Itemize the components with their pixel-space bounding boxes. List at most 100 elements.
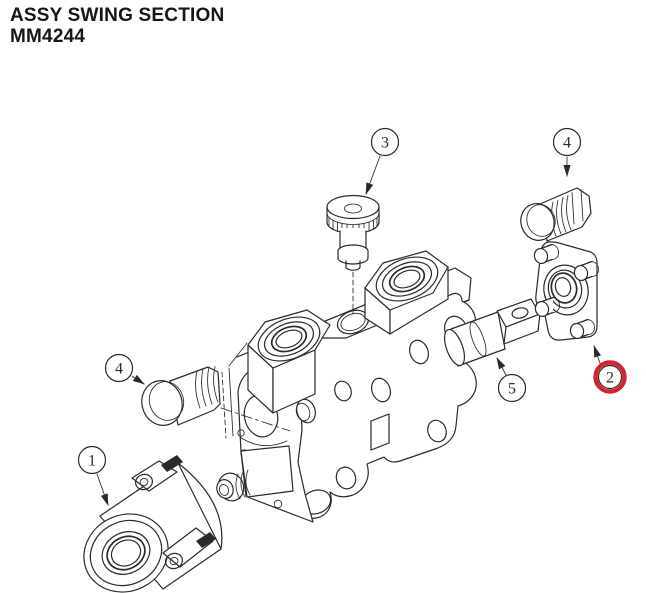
- bottom-port-threads: [235, 469, 251, 500]
- leader-line: [496, 357, 507, 376]
- bore-end-boss-inner: [295, 402, 311, 422]
- knob-tip-bottom: [345, 266, 361, 271]
- port-bore: [388, 265, 426, 293]
- balloon-number: 5: [508, 381, 516, 398]
- section-plane-hidden-edge: [221, 371, 227, 439]
- flange-stud: [534, 296, 560, 318]
- leader-line: [96, 473, 109, 506]
- plug-face-rim: [148, 381, 185, 421]
- socket-screw-hex: [169, 557, 179, 565]
- cap-face-ring: [101, 531, 151, 575]
- part-number: MM4244: [10, 26, 86, 47]
- socket-screw-hex: [139, 478, 149, 486]
- flange-bore-inner: [554, 277, 572, 297]
- bottom-port-boss: [216, 445, 294, 502]
- callouts: 1 3 4 4 5: [77, 127, 627, 506]
- port-bore-inner: [393, 269, 421, 289]
- flange-stud: [569, 318, 595, 340]
- cap-bore: [106, 535, 146, 571]
- port-ring: [257, 316, 321, 362]
- highlight-ring: [593, 360, 627, 394]
- plug-hex-facets: [571, 189, 584, 225]
- balloon-circle[interactable]: [370, 127, 400, 157]
- balloon-circle[interactable]: [497, 373, 527, 403]
- section-plane-edge: [228, 342, 248, 367]
- balloon-circle[interactable]: [77, 445, 107, 475]
- spool-shaft-end: [443, 328, 466, 367]
- balloon-number: 3: [381, 135, 389, 152]
- diagram-header: ASSY SWING SECTION MM4244: [10, 5, 224, 47]
- plate-hole: [335, 466, 357, 490]
- boss-top-face: [247, 309, 331, 369]
- plug-centerline: [220, 407, 291, 432]
- plate-hole: [408, 339, 430, 365]
- part-1-end-cap: [83, 455, 223, 593]
- callout-4-left[interactable]: 4: [104, 353, 145, 385]
- callout-5[interactable]: 5: [496, 357, 527, 403]
- balloon-number: 4: [563, 135, 571, 152]
- knob-center-hole: [344, 203, 362, 214]
- knob-collar-sides: [337, 250, 369, 259]
- callout-4-right[interactable]: 4: [552, 127, 582, 177]
- callout-1[interactable]: 1: [77, 445, 109, 506]
- cap-face-outer: [83, 513, 169, 593]
- plate-hole: [334, 380, 352, 402]
- part-3-knob: [326, 194, 380, 315]
- port-bore: [270, 325, 308, 353]
- knob-neck-fill: [340, 228, 366, 248]
- plug-face: [520, 203, 555, 241]
- valve-body: [216, 250, 477, 523]
- stud-cap: [569, 322, 585, 340]
- balloon-circle[interactable]: [552, 127, 582, 157]
- plug-face: [141, 380, 183, 426]
- flange-stud: [573, 260, 599, 282]
- port-bore-inner: [275, 329, 303, 349]
- bottom-boss-block: [240, 445, 294, 498]
- balloon-number: 2: [606, 370, 614, 387]
- leader-line: [593, 345, 602, 367]
- plate-hole: [370, 377, 392, 403]
- port-boss-left: [247, 309, 331, 414]
- cap-body-back-edge: [177, 462, 223, 550]
- balloon-circle[interactable]: [104, 353, 134, 383]
- front-face-step-line: [239, 436, 288, 447]
- port-ring: [375, 256, 439, 302]
- plate-hole: [427, 419, 447, 443]
- stud-black-top: [161, 455, 183, 472]
- knob-collar-fill: [338, 251, 368, 258]
- front-face-bolt-hole: [273, 499, 283, 509]
- part-4-plug-right: [520, 187, 592, 242]
- callout-2-highlighted[interactable]: 2: [593, 345, 627, 394]
- knob-tip-sides: [345, 260, 361, 268]
- cap-face-ring: [89, 519, 163, 587]
- plate-square-cutout: [370, 413, 390, 451]
- balloon-circle[interactable]: [597, 364, 623, 390]
- socket-screw: [135, 473, 153, 491]
- flange-boss-ring: [543, 264, 589, 316]
- section-plane-edge: [228, 367, 234, 437]
- bottom-port-bore: [218, 484, 230, 496]
- flange-bore-outer: [547, 269, 583, 309]
- stud-cap: [534, 300, 550, 318]
- callout-3[interactable]: 3: [365, 127, 400, 195]
- port-ring: [381, 261, 433, 297]
- port-boss-right: [364, 250, 449, 335]
- part-5-spool: [443, 298, 541, 367]
- knob-collar-bottom: [337, 257, 369, 265]
- part-2-flange: [533, 241, 599, 341]
- stud-cap: [533, 247, 549, 265]
- clevis-front-face: [503, 313, 541, 345]
- socket-screw: [165, 552, 183, 570]
- knob-cap-fill: [327, 195, 379, 234]
- flange-bore: [550, 272, 578, 304]
- flange-stud: [533, 243, 559, 265]
- stud-cap: [573, 264, 589, 282]
- part-4-plug-left: [141, 366, 221, 426]
- balloon-number: 1: [88, 453, 96, 470]
- section-plane-phantom: [221, 342, 248, 439]
- spool-collar: [469, 321, 487, 357]
- port-ring: [263, 321, 315, 357]
- plug-thread-rings: [195, 366, 219, 409]
